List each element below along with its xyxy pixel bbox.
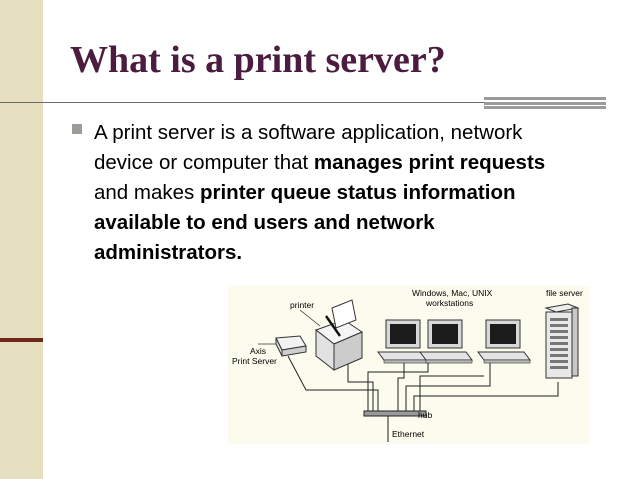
title-rule [0, 102, 484, 103]
label-workstations: Windows, Mac, UNIX [412, 288, 493, 298]
label-print-server: Print Server [232, 356, 277, 366]
label-axis: Axis [250, 346, 266, 356]
file-server-icon [544, 303, 580, 379]
left-band-marker [0, 338, 43, 342]
left-accent-band [0, 0, 43, 479]
printer-icon [299, 299, 364, 372]
bullet-segment-bold: printer queue status information availab… [94, 181, 516, 264]
bullet-segment: A print server is a software application… [94, 121, 523, 174]
bullet-segment-bold: manages print requests [313, 151, 546, 174]
label-printer: printer [290, 300, 314, 310]
label-ethernet: Ethernet [392, 429, 425, 439]
axis-print-server-icon [258, 335, 307, 357]
network-cables [287, 355, 559, 442]
workstation-icon [419, 319, 473, 364]
slide-title: What is a print server? [70, 39, 446, 81]
title-rule-accent [484, 97, 606, 109]
label-hub: hub [418, 410, 432, 420]
label-file-server: file server [546, 288, 583, 298]
network-diagram-svg: printer Windows, Mac, UNIX workstations … [232, 288, 583, 442]
label-workstations-2: workstations [425, 298, 473, 308]
bullet-text: A print server is a software application… [94, 118, 584, 268]
workstation-icon [477, 319, 531, 364]
workstation-icon [377, 319, 431, 364]
bullet-marker [72, 124, 82, 134]
bullet-segment: and makes [94, 181, 200, 204]
network-diagram: printer Windows, Mac, UNIX workstations … [228, 286, 590, 444]
